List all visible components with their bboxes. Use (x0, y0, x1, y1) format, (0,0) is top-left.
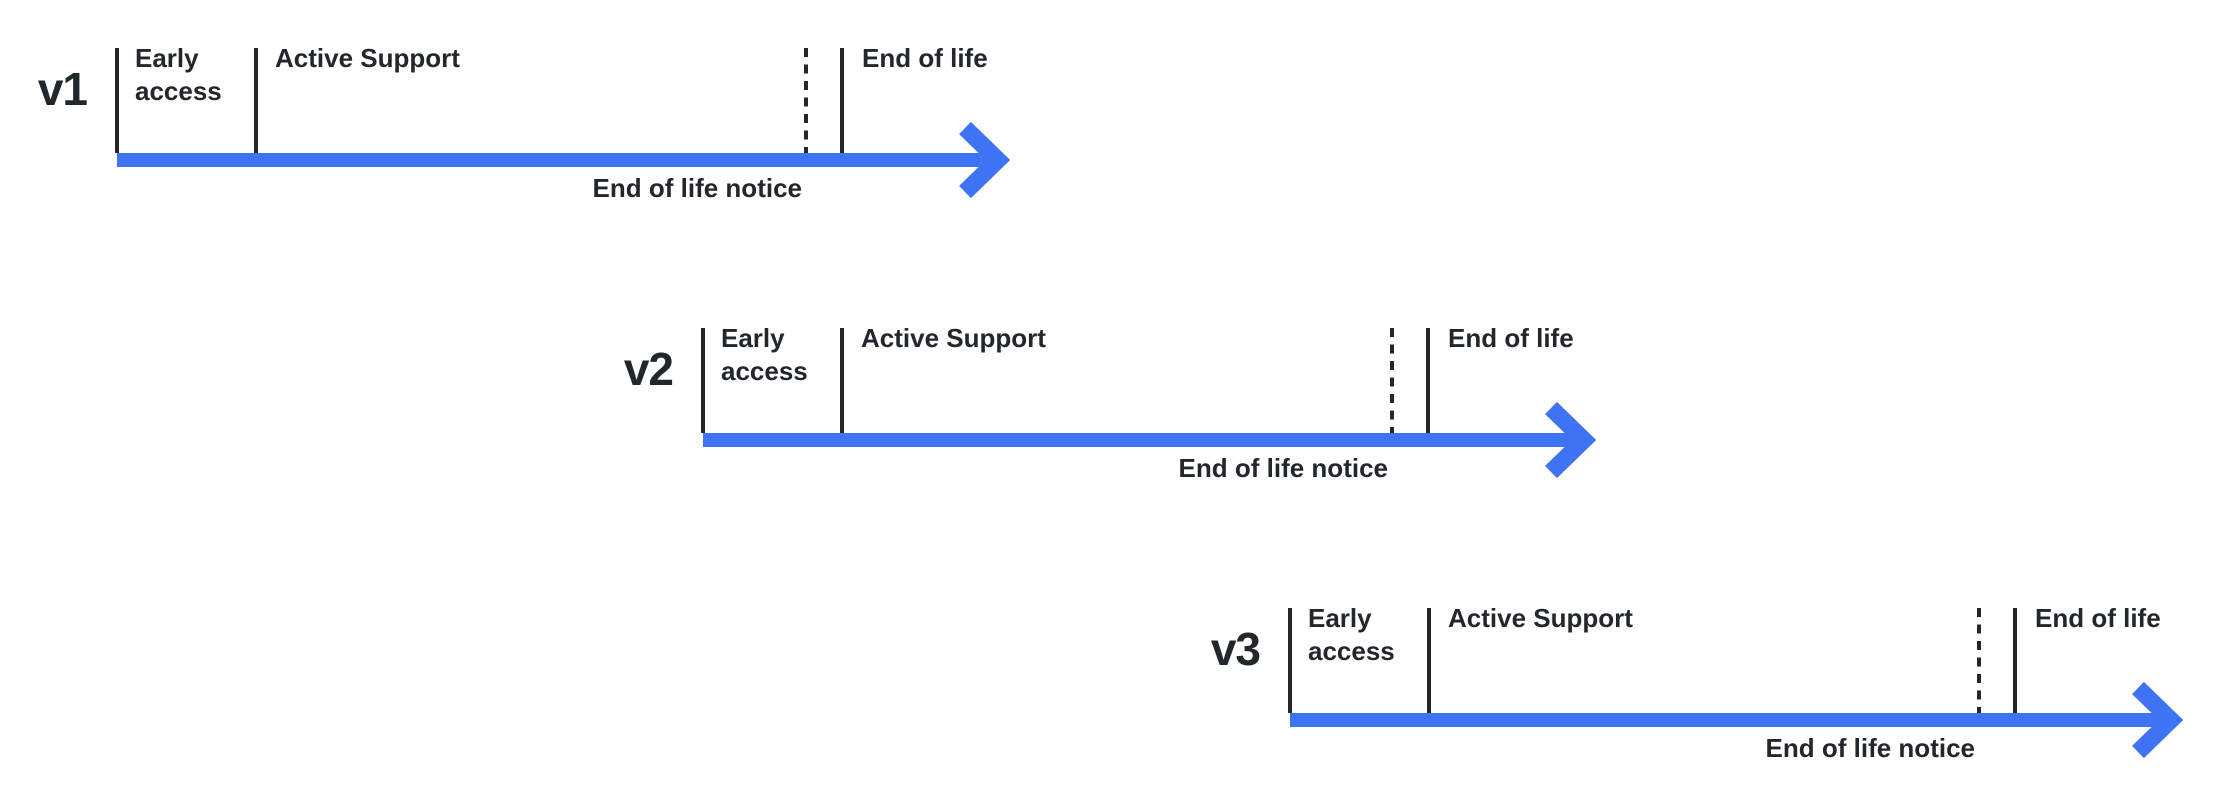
timeline-row-v1: v1 Early access Active Support End of li… (0, 40, 1057, 230)
timeline-arrow-head-icon (959, 121, 1011, 199)
end-of-life-label: End of life (2035, 603, 2161, 633)
end-of-life-label: End of life (862, 43, 988, 73)
active-support-label: Active Support (861, 323, 1046, 353)
timeline-row-v2: v2 Early access Active Support End of li… (543, 320, 1643, 510)
end-of-life-notice-label: End of life notice (1178, 453, 1388, 483)
timeline-row-v3: v3 Early access Active Support End of li… (1130, 600, 2228, 790)
timeline-track (1288, 608, 2184, 759)
timeline-arrow-head-icon (1545, 401, 1597, 479)
end-of-life-notice-label: End of life notice (1765, 733, 1975, 763)
version-label: v3 (1210, 623, 1261, 675)
early-access-label: Early access (1308, 603, 1395, 666)
timeline-track (115, 48, 1011, 199)
version-label: v2 (623, 343, 674, 395)
end-of-life-label: End of life (1448, 323, 1574, 353)
active-support-label: Active Support (1448, 603, 1633, 633)
timeline-track (701, 328, 1597, 479)
version-label: v1 (37, 63, 88, 115)
timeline-arrow-head-icon (2132, 681, 2184, 759)
early-access-label: Early access (135, 43, 222, 106)
early-access-label: Early access (721, 323, 808, 386)
active-support-label: Active Support (275, 43, 460, 73)
end-of-life-notice-label: End of life notice (592, 173, 802, 203)
